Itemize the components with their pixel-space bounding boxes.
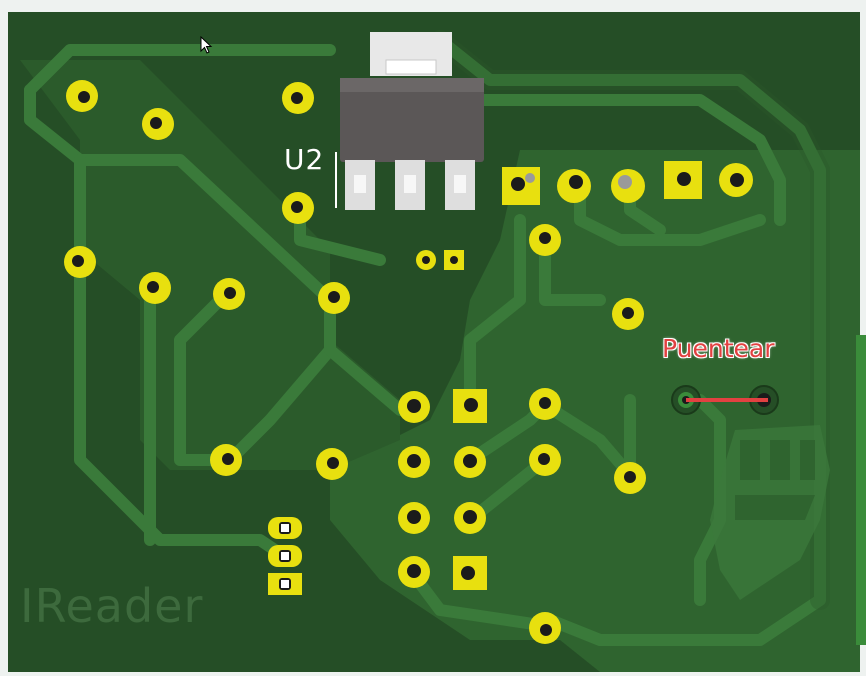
- square-pads[interactable]: [453, 161, 702, 590]
- pad[interactable]: [529, 224, 561, 256]
- trace-halos: [430, 30, 830, 610]
- pad[interactable]: [66, 80, 98, 112]
- pad[interactable]: [612, 298, 644, 330]
- silkscreen-brand-text: IReader: [20, 579, 204, 633]
- regulator-body-top: [340, 78, 484, 92]
- vias: [416, 250, 464, 270]
- pad[interactable]: [529, 444, 561, 476]
- jumper-pads[interactable]: [671, 385, 779, 415]
- traces: [24, 34, 826, 646]
- pad[interactable]: [557, 169, 591, 203]
- pad[interactable]: [210, 444, 242, 476]
- pad[interactable]: [529, 388, 561, 420]
- pad[interactable]: [719, 163, 753, 197]
- pad[interactable]: [529, 612, 561, 644]
- dip-pad[interactable]: [398, 446, 430, 478]
- dip-pad[interactable]: [454, 446, 486, 478]
- square-pad[interactable]: [502, 167, 540, 205]
- regulator-u2[interactable]: [340, 32, 484, 210]
- mouse-pointer-icon: [200, 36, 213, 54]
- dip-pad[interactable]: [454, 502, 486, 534]
- dip-pad[interactable]: [398, 556, 430, 588]
- pad[interactable]: [64, 246, 96, 278]
- pad[interactable]: [318, 282, 350, 314]
- regulator-tab-notch: [385, 59, 437, 75]
- pad[interactable]: [213, 278, 245, 310]
- pin-header-3[interactable]: [268, 517, 302, 595]
- fist-logo-icon: [710, 425, 830, 600]
- pad[interactable]: [316, 448, 348, 480]
- dip-pad[interactable]: [398, 502, 430, 534]
- pad[interactable]: [282, 82, 314, 114]
- silk-marker-bar: [335, 152, 337, 208]
- pad[interactable]: [142, 108, 174, 140]
- square-pad[interactable]: [453, 556, 487, 590]
- pad[interactable]: [611, 169, 645, 203]
- pad[interactable]: [139, 272, 171, 304]
- pad[interactable]: [282, 192, 314, 224]
- pad[interactable]: [614, 462, 646, 494]
- regulator-body: [340, 78, 484, 162]
- square-pad[interactable]: [664, 161, 702, 199]
- component-reference-label: U2: [284, 143, 325, 176]
- jumper-annotation: Puentear: [662, 334, 775, 363]
- square-pad[interactable]: [453, 389, 487, 423]
- board-edge-strip: [856, 335, 866, 645]
- round-pads[interactable]: [64, 80, 753, 644]
- dip-pad[interactable]: [398, 391, 430, 423]
